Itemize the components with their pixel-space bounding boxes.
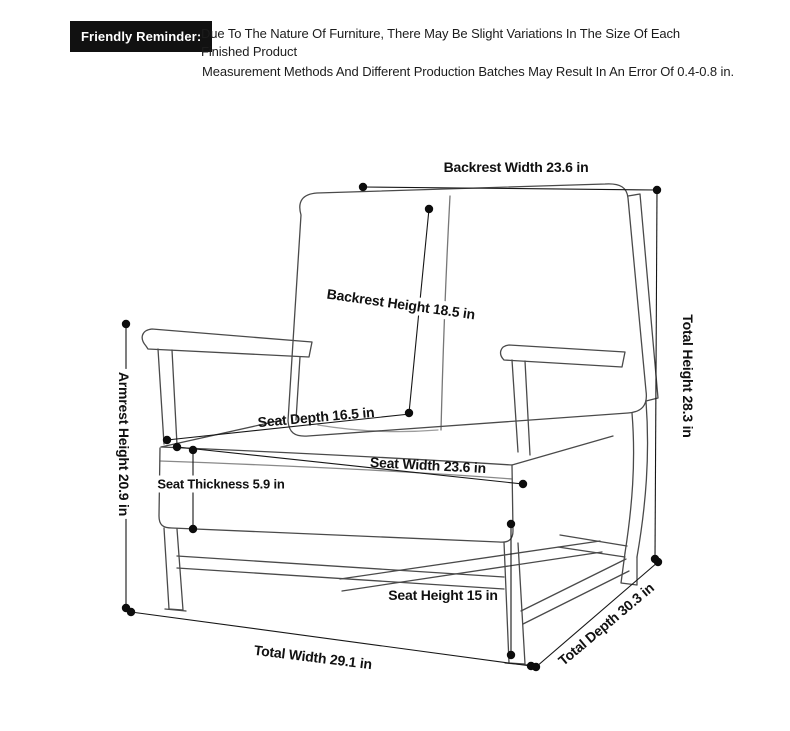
- dim-label-seat-height: Seat Height 15 in: [388, 587, 498, 603]
- reminder-text: Due To The Nature Of Furniture, There Ma…: [201, 26, 681, 60]
- dim-label-seat-thickness: Seat Thickness 5.9 in: [154, 475, 288, 493]
- reminder-note: Measurement Methods And Different Produc…: [202, 64, 734, 79]
- dim-label-total-height: Total Height 28.3 in: [680, 314, 696, 438]
- friendly-reminder-badge: Friendly Reminder:: [70, 21, 213, 52]
- dim-label-armrest-height: Armrest Height 20.9 in: [115, 368, 133, 520]
- dimension-lines: [125, 186, 659, 668]
- dim-label-backrest-width: Backrest Width 23.6 in: [443, 159, 589, 175]
- dimension-dots: [121, 182, 663, 672]
